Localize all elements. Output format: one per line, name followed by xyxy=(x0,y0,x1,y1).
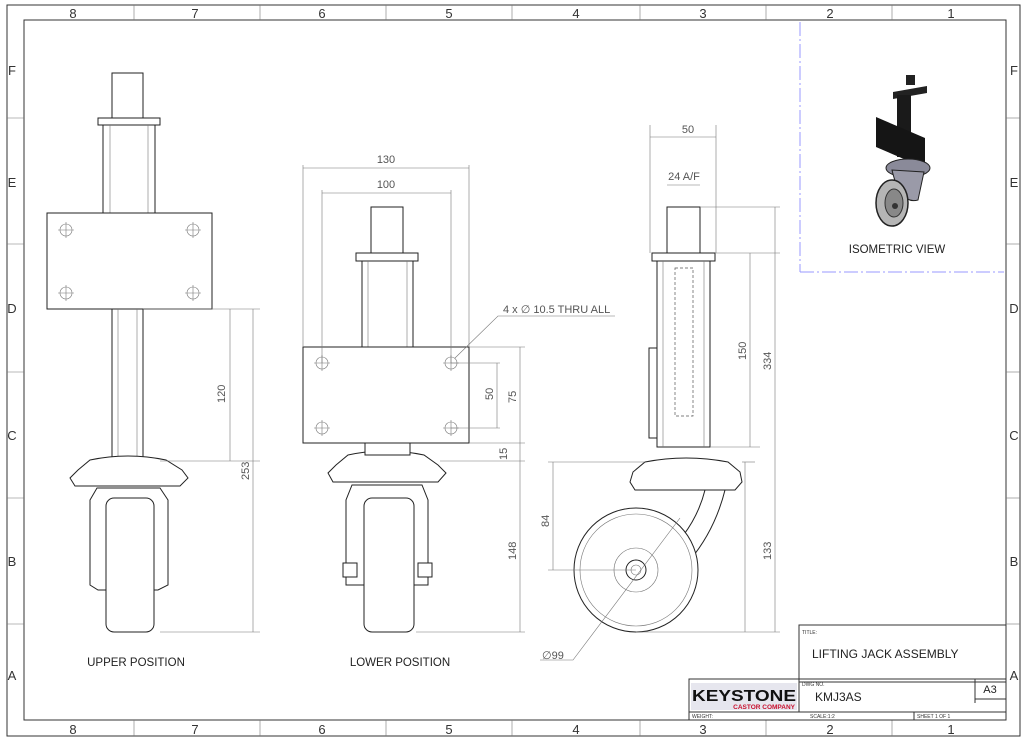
svg-text:6: 6 xyxy=(318,6,325,21)
svg-text:C: C xyxy=(7,428,16,443)
svg-text:4: 4 xyxy=(572,6,579,21)
svg-text:1: 1 xyxy=(947,6,954,21)
svg-text:E: E xyxy=(8,175,17,190)
svg-text:3: 3 xyxy=(699,6,706,21)
svg-text:7: 7 xyxy=(191,722,198,737)
svg-text:F: F xyxy=(1010,63,1018,78)
dim-50: 50 xyxy=(484,388,496,400)
svg-text:8: 8 xyxy=(69,6,76,21)
svg-text:C: C xyxy=(1009,428,1018,443)
mounting-plate xyxy=(46,212,213,310)
svg-text:8: 8 xyxy=(69,722,76,737)
dim-150: 150 xyxy=(737,342,749,360)
dim-253: 253 xyxy=(240,462,252,480)
isometric-caster-image xyxy=(875,75,931,227)
dim-84: 84 xyxy=(540,515,552,527)
sheet-number: SHEET 1 OF 1 xyxy=(917,714,950,720)
svg-text:CASTOR COMPANY: CASTOR COMPANY xyxy=(733,704,796,711)
svg-text:3: 3 xyxy=(699,722,706,737)
weight-caption: WEIGHT: xyxy=(692,714,713,720)
isometric-view-label: ISOMETRIC VIEW xyxy=(849,244,946,256)
dim-334: 334 xyxy=(762,352,774,370)
upper-position-view: 120 253 UPPER POSITION xyxy=(46,72,260,669)
inner-border xyxy=(23,19,1007,721)
dwg-caption: DWG NO. xyxy=(802,682,825,688)
drawing-title: LIFTING JACK ASSEMBLY xyxy=(812,647,958,661)
svg-text:E: E xyxy=(1010,175,1019,190)
dim-130: 130 xyxy=(377,154,395,166)
outer-border xyxy=(6,4,1021,737)
isometric-view: ISOMETRIC VIEW xyxy=(799,22,1004,273)
mounting-plate xyxy=(302,346,470,444)
dim-120: 120 xyxy=(216,385,228,403)
dim-dia99: ∅99 xyxy=(542,650,564,662)
dim-50-side: 50 xyxy=(682,124,694,136)
lower-position-label: LOWER POSITION xyxy=(350,657,450,669)
svg-text:1: 1 xyxy=(947,722,954,737)
svg-text:A: A xyxy=(8,668,17,683)
side-view: 50 24 A/F 150 334 133 84 ∅99 xyxy=(540,124,780,662)
svg-text:B: B xyxy=(1010,554,1019,569)
keystone-logo: KEYSTONE CASTOR COMPANY xyxy=(691,683,797,711)
dim-148: 148 xyxy=(507,542,519,560)
svg-text:6: 6 xyxy=(318,722,325,737)
svg-text:2: 2 xyxy=(826,722,833,737)
svg-text:D: D xyxy=(7,301,16,316)
svg-text:5: 5 xyxy=(445,722,452,737)
drawing-number: KMJ3AS xyxy=(815,690,862,704)
lower-position-view: 130 100 50 75 15 148 4 x ∅ 10.5 THRU ALL… xyxy=(302,154,615,669)
scale: SCALE:1:2 xyxy=(810,714,835,720)
svg-text:B: B xyxy=(8,554,17,569)
svg-text:A: A xyxy=(1010,668,1019,683)
zone-labels-right: F E D C B A xyxy=(1009,63,1018,683)
upper-position-label: UPPER POSITION xyxy=(87,657,185,669)
title-block: TITLE: LIFTING JACK ASSEMBLY DWG NO. KMJ… xyxy=(688,624,1007,721)
svg-text:F: F xyxy=(8,63,16,78)
svg-text:5: 5 xyxy=(445,6,452,21)
hole-callout: 4 x ∅ 10.5 THRU ALL xyxy=(503,304,610,316)
svg-text:4: 4 xyxy=(572,722,579,737)
svg-text:2: 2 xyxy=(826,6,833,21)
dim-75: 75 xyxy=(507,391,519,403)
svg-text:KEYSTONE: KEYSTONE xyxy=(692,688,796,705)
dim-100: 100 xyxy=(377,179,395,191)
dim-15: 15 xyxy=(498,448,510,460)
svg-text:7: 7 xyxy=(191,6,198,21)
zone-labels-left: F E D C B A xyxy=(7,63,16,683)
sheet-size: A3 xyxy=(983,684,996,696)
dim-24af: 24 A/F xyxy=(668,171,700,183)
zone-labels-top: 8 7 6 5 4 3 2 1 xyxy=(69,6,954,21)
dim-133: 133 xyxy=(762,542,774,560)
title-caption: TITLE: xyxy=(802,630,817,636)
svg-text:D: D xyxy=(1009,301,1018,316)
zone-labels-bottom: 8 7 6 5 4 3 2 1 xyxy=(69,722,954,737)
zone-dividers xyxy=(7,5,1020,736)
